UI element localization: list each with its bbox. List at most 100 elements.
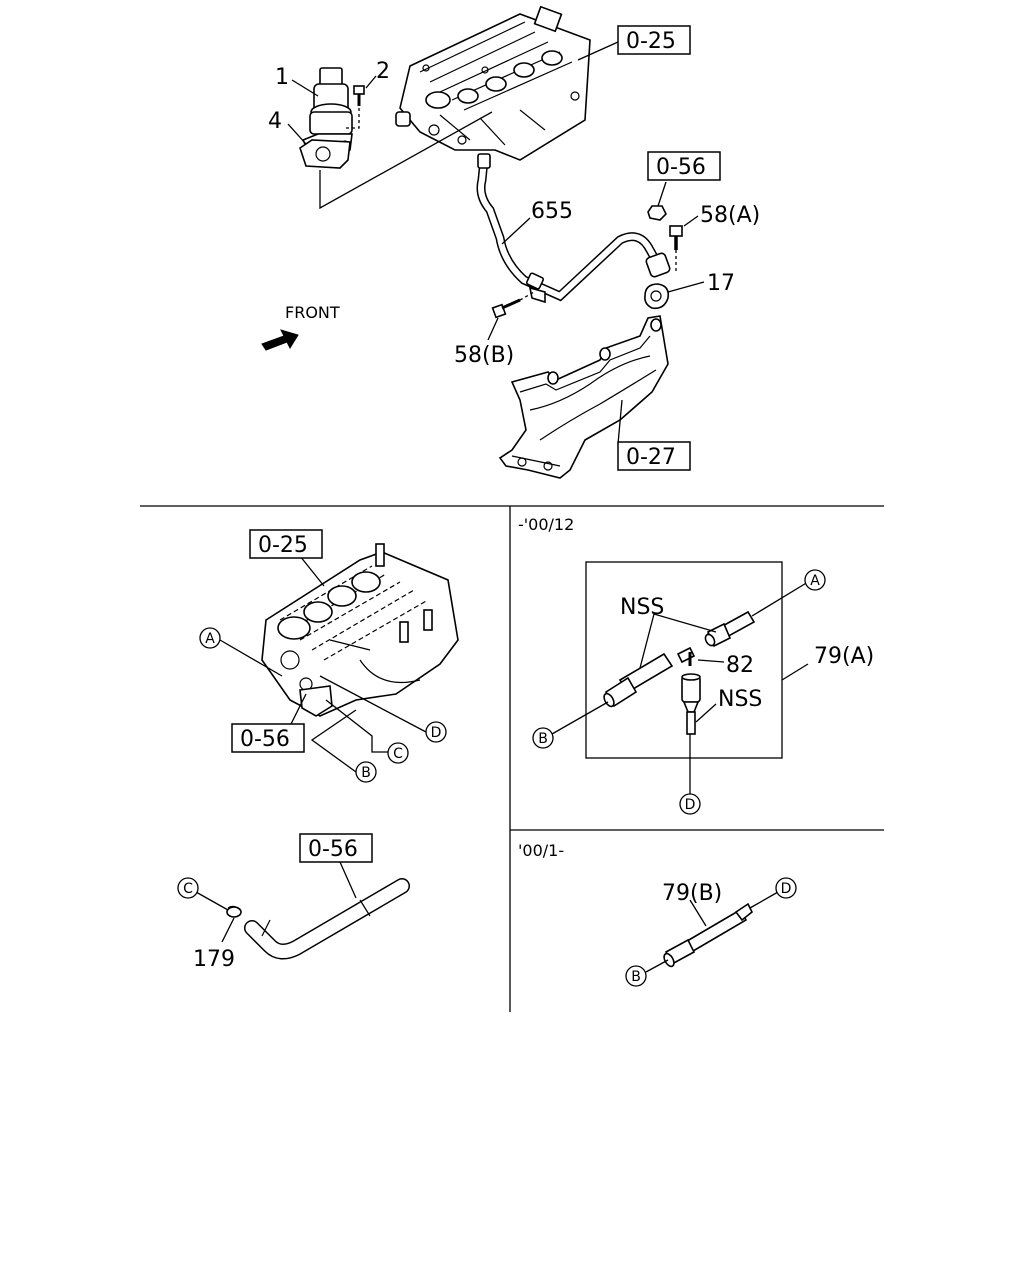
- bolt-58b-drawing[interactable]: [491, 291, 535, 319]
- leader-58a: [683, 215, 699, 227]
- hose-vertical-drawing[interactable]: [681, 673, 701, 735]
- hose-79b-drawing[interactable]: [662, 902, 754, 968]
- bolt-2-drawing[interactable]: [346, 85, 365, 129]
- part-label-4: 4: [268, 109, 282, 134]
- leader-d: [319, 675, 427, 733]
- date-note-from-0001: '00/1-: [518, 841, 564, 860]
- part-label-2: 2: [376, 59, 390, 84]
- circle-label-b: B: [355, 761, 377, 783]
- nut-drawing[interactable]: [647, 181, 667, 221]
- leader-655: [501, 217, 531, 245]
- intake-manifold-drawing[interactable]: [395, 5, 591, 161]
- leader-b-br: [645, 959, 669, 973]
- part-label-79a: 79(A): [814, 644, 874, 669]
- section-dividers: [140, 505, 884, 1012]
- leader-a: [219, 639, 283, 677]
- ref-box-056-ll: 0-56: [231, 723, 305, 753]
- ref-box-025-top: 0-25: [617, 25, 691, 55]
- front-label: FRONT: [285, 303, 340, 322]
- leader-17: [667, 281, 705, 293]
- date-note-until-0012: -'00/12: [518, 515, 574, 534]
- leader-c: [325, 699, 388, 753]
- svg-text:0-56: 0-56: [240, 727, 290, 752]
- svg-text:B: B: [361, 765, 371, 781]
- svg-text:A: A: [810, 573, 820, 589]
- leader-027: [617, 399, 623, 445]
- svg-text:D: D: [685, 797, 696, 813]
- leader-82: [697, 659, 725, 663]
- lower-left-section: A D C B 0-25 0-56: [199, 529, 459, 783]
- leader-1: [291, 79, 319, 97]
- ref-box-027: 0-27: [617, 441, 691, 471]
- gasket-17-drawing[interactable]: [644, 283, 670, 310]
- svg-text:A: A: [205, 631, 215, 647]
- exhaust-manifold-drawing[interactable]: [498, 315, 669, 479]
- leader-d-br: [749, 891, 779, 909]
- part-label-58a: 58(A): [700, 203, 760, 228]
- leader-b-ur: [551, 701, 609, 735]
- svg-text:0-25: 0-25: [626, 29, 676, 54]
- svg-text:0-56: 0-56: [308, 837, 358, 862]
- ref-box-056-bl: 0-56: [299, 833, 373, 863]
- hose-056-drawing[interactable]: [244, 878, 410, 960]
- leader-c-bl: [195, 891, 229, 911]
- part-label-58b: 58(B): [454, 343, 514, 368]
- leader-58b: [487, 317, 499, 341]
- leader-79a: [781, 663, 809, 681]
- svg-text:C: C: [183, 881, 193, 897]
- hose-lower-drawing[interactable]: [602, 652, 674, 708]
- leader-4: [287, 123, 307, 145]
- circle-label-d-ur: D: [679, 793, 701, 815]
- bolt-58a-drawing[interactable]: [669, 225, 683, 272]
- part-label-179: 179: [193, 947, 235, 972]
- manifold-drawing[interactable]: [261, 543, 459, 717]
- clip-179-drawing[interactable]: [226, 905, 242, 918]
- part-label-1: 1: [275, 65, 289, 90]
- part-label-82: 82: [726, 653, 754, 678]
- circle-label-d: D: [425, 721, 447, 743]
- leader-nss-1: [639, 613, 717, 669]
- svg-text:C: C: [393, 746, 403, 762]
- leader-79b: [689, 899, 707, 927]
- leader-a-ur: [751, 581, 809, 617]
- part-label-655: 655: [531, 199, 573, 224]
- nss-label-upper: NSS: [620, 595, 664, 620]
- hose-upper-drawing[interactable]: [704, 610, 756, 648]
- circle-label-a: A: [199, 627, 221, 649]
- svg-text:D: D: [431, 725, 442, 741]
- leader-nss-2: [695, 703, 717, 723]
- leader-056-bl: [339, 861, 357, 899]
- leader-056-ll: [289, 693, 307, 727]
- part-label-79b: 79(B): [662, 881, 722, 906]
- svg-text:0-56: 0-56: [656, 155, 706, 180]
- circle-label-a-ur: A: [804, 569, 826, 591]
- leader-b: [310, 709, 357, 773]
- gasket-to-manifold-leader: [319, 111, 493, 210]
- bottom-left-section: 0-56 C 179: [177, 833, 410, 972]
- svg-text:B: B: [631, 969, 641, 985]
- connector-82-drawing[interactable]: [676, 646, 696, 666]
- part-label-17: 17: [707, 271, 735, 296]
- bottom-right-section: '00/1- 79(B) D B: [518, 841, 797, 987]
- kit-79a-frame: [585, 561, 783, 759]
- leader-2: [365, 75, 377, 89]
- circle-label-c: C: [387, 742, 409, 764]
- circle-label-b-ur: B: [532, 727, 554, 749]
- nss-label-lower: NSS: [718, 687, 762, 712]
- svg-text:D: D: [781, 881, 792, 897]
- ref-box-056-top: 0-56: [647, 151, 721, 181]
- svg-text:B: B: [538, 731, 548, 747]
- leader-179: [221, 917, 235, 943]
- ref-box-025-ll: 0-25: [249, 529, 323, 559]
- circle-label-d-br: D: [775, 877, 797, 899]
- egr-pipe-655-drawing[interactable]: [476, 153, 671, 304]
- top-section: FRONT 1 2 4 655 58(A) 17 58(B) 0-25 0-56…: [261, 5, 760, 479]
- svg-text:0-27: 0-27: [626, 445, 676, 470]
- circle-label-b-br: B: [625, 965, 647, 987]
- svg-text:0-25: 0-25: [258, 533, 308, 558]
- leader-025: [577, 41, 619, 61]
- circle-label-c-bl: C: [177, 877, 199, 899]
- gasket-4-drawing[interactable]: [299, 139, 351, 169]
- upper-right-section: -'00/12: [518, 515, 874, 815]
